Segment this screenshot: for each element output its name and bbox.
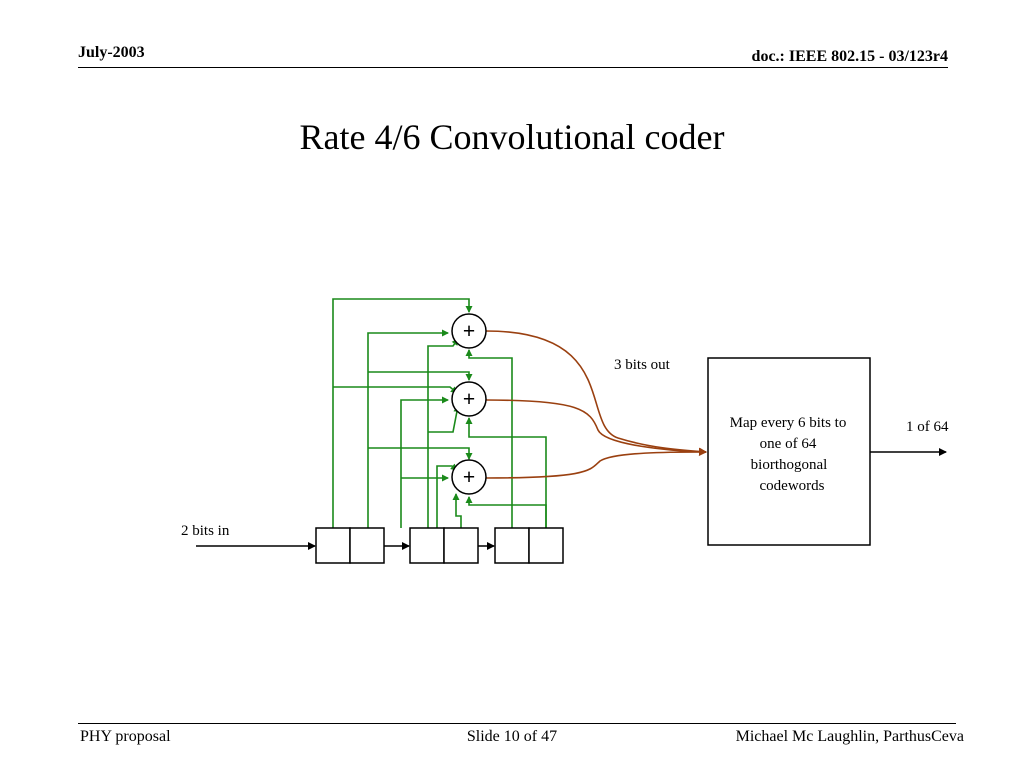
mapper-line-1: Map every 6 bits to — [730, 415, 847, 431]
tap-a3-from-reg7 — [465, 496, 547, 528]
register-cell-4 — [443, 527, 479, 564]
tap-a2-from-reg4 — [400, 396, 449, 528]
tap-a3-from-reg6 — [452, 493, 462, 528]
shift-register — [315, 527, 564, 564]
tap-connections — [332, 298, 547, 528]
register-cell-1 — [315, 527, 351, 564]
output-curve-2 — [485, 399, 707, 456]
mapper-block — [707, 357, 871, 546]
register-cell-2 — [349, 527, 385, 564]
adder-1: + — [451, 313, 487, 349]
output-curve-1 — [485, 330, 707, 456]
header-date: July-2003 — [78, 44, 145, 61]
header-doc-id: doc.: IEEE 802.15 - 03/123r4 — [751, 48, 948, 65]
adder-2-plus: + — [463, 386, 476, 411]
mapper-line-4: codewords — [760, 478, 825, 494]
tap-a1-from-reg2 — [367, 329, 449, 528]
tap-a2-from-reg5 — [428, 405, 461, 433]
tap-a1-from-reg6 — [465, 349, 513, 528]
slide-title: Rate 4/6 Convolutional coder — [299, 117, 725, 157]
output-curves — [485, 330, 707, 479]
input-label: 2 bits in — [181, 523, 230, 539]
register-cell-6 — [528, 527, 564, 564]
tap-a1-from-reg1 — [332, 298, 473, 528]
adder-2: + — [451, 381, 487, 417]
output-curve-3 — [485, 448, 707, 479]
mapper-line-3: biorthogonal — [751, 457, 828, 473]
mapper-text: Map every 6 bits to one of 64 biorthogon… — [730, 415, 847, 494]
footer-author: Michael Mc Laughlin, ParthusCeva — [735, 728, 964, 745]
tap-a1-from-reg3 — [427, 338, 459, 528]
footer-slide-number: Slide 10 of 47 — [466, 728, 558, 745]
tap-a2-from-reg7 — [465, 417, 547, 528]
output-bits-label: 3 bits out — [614, 357, 671, 373]
footer-rule — [78, 723, 956, 724]
mapper-line-2: one of 64 — [760, 436, 817, 452]
register-cell-5 — [494, 527, 530, 564]
tap-a3-from-reg2 — [368, 447, 473, 460]
tap-a2-from-reg2 — [368, 371, 473, 381]
header-rule — [78, 67, 948, 68]
adder-3-plus: + — [463, 464, 476, 489]
register-cell-3 — [409, 527, 445, 564]
tap-a2-from-reg1 — [333, 386, 458, 394]
adder-3: + — [451, 459, 487, 495]
adder-1-plus: + — [463, 318, 476, 343]
result-label: 1 of 64 — [906, 419, 949, 435]
footer-left: PHY proposal — [80, 728, 171, 745]
